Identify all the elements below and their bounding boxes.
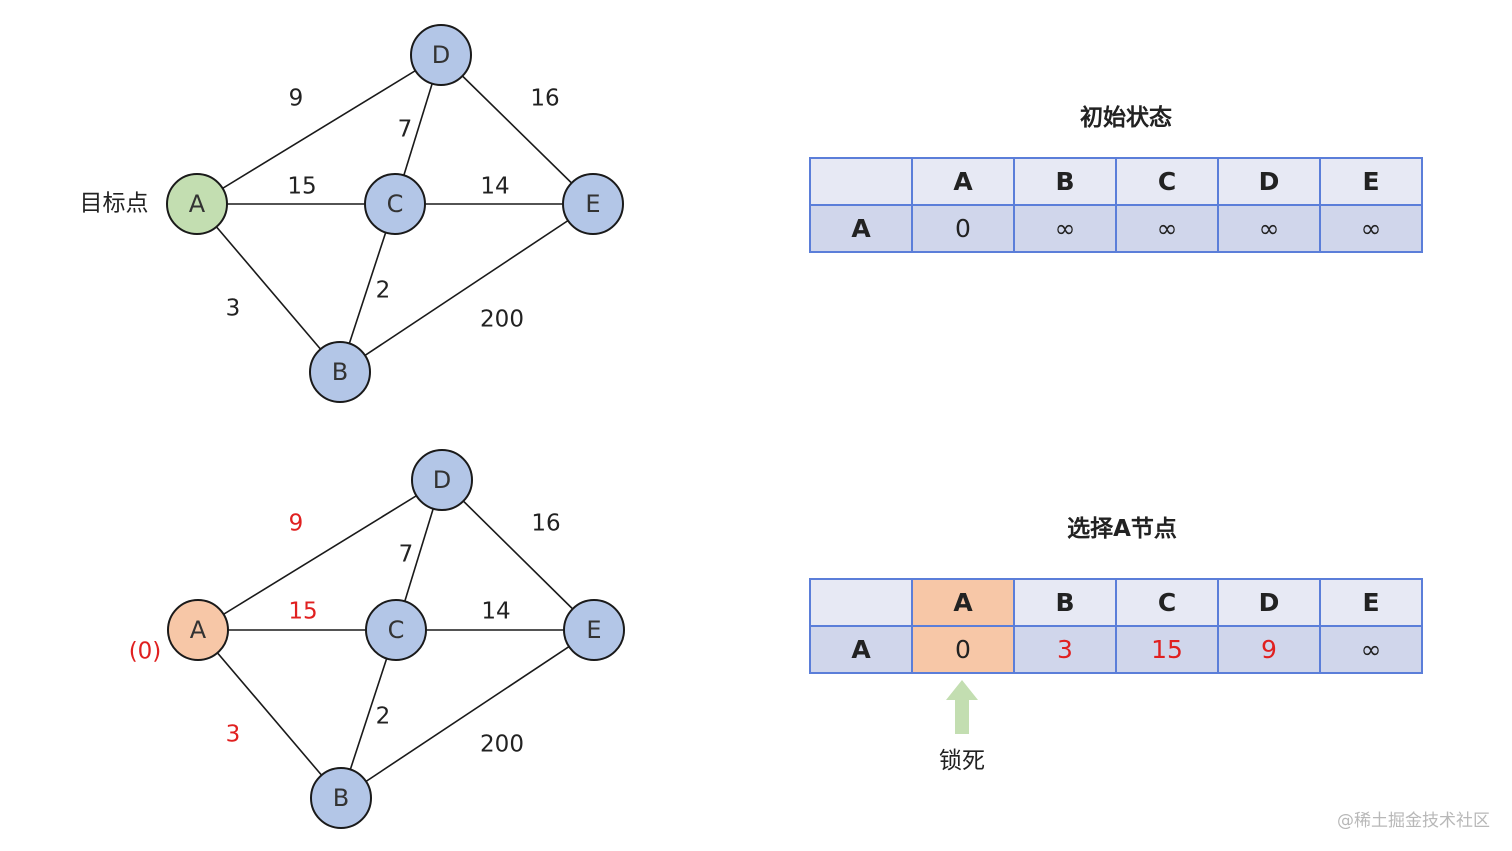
edge-label-a-c: 15 <box>288 598 318 625</box>
edge-a-d <box>197 479 443 631</box>
edge-label-c-e: 14 <box>481 598 511 625</box>
edge-label-a-d: 9 <box>288 510 304 537</box>
table-row-header: A <box>809 204 913 253</box>
table-header-cell: E <box>1319 578 1423 627</box>
edge-d-e <box>441 479 595 631</box>
edge-a-d <box>196 54 442 205</box>
edge-label-a-c: 15 <box>287 173 317 200</box>
table-row: A 0 3 15 9 ∞ <box>809 625 1423 674</box>
table-row-header: A <box>809 625 913 674</box>
node-b: B <box>310 767 372 829</box>
table-header-cell: D <box>1217 157 1321 206</box>
edge-label-d-c: 7 <box>398 541 414 568</box>
graph-initial: 9 15 3 7 16 14 2 200 目标点 A D C E B <box>0 0 760 425</box>
node-e: E <box>563 599 625 661</box>
edge-label-d-e: 16 <box>530 85 560 112</box>
edge-b-e <box>340 629 595 799</box>
table-cell: ∞ <box>1013 204 1117 253</box>
table-cell: ∞ <box>1217 204 1321 253</box>
node-c: C <box>364 173 426 235</box>
node-a: A <box>167 599 229 661</box>
table-cell: ∞ <box>1319 204 1423 253</box>
table-header-cell: B <box>1013 578 1117 627</box>
up-arrow-icon <box>946 680 978 734</box>
table-cell-updated: 3 <box>1013 625 1117 674</box>
edge-label-d-c: 7 <box>397 116 413 143</box>
distance-table-select-a: A B C D E A 0 3 15 9 ∞ <box>809 578 1423 674</box>
table-header-cell: C <box>1115 578 1219 627</box>
node-d: D <box>410 24 472 86</box>
distance-table-initial: A B C D E A 0 ∞ ∞ ∞ ∞ <box>809 157 1423 253</box>
table-header-row: A B C D E <box>809 157 1423 206</box>
table-cell-selected: 0 <box>911 625 1015 674</box>
table-select-a-title: 选择A节点 <box>1067 516 1177 542</box>
edge-a-b <box>197 629 342 799</box>
node-c: C <box>365 599 427 661</box>
graph-select-a: 9 15 3 7 16 14 2 200 (0) A D C E B <box>0 425 760 850</box>
node-d: D <box>411 449 473 511</box>
node-a: A <box>166 173 228 235</box>
edge-label-a-b: 3 <box>225 721 241 748</box>
lock-label: 锁死 <box>939 748 985 774</box>
node-b: B <box>309 341 371 403</box>
table-cell-updated: 15 <box>1115 625 1219 674</box>
table-header-cell <box>809 578 913 627</box>
table-cell: ∞ <box>1319 625 1423 674</box>
table-header-cell: C <box>1115 157 1219 206</box>
table-cell: ∞ <box>1115 204 1219 253</box>
edge-label-a-b: 3 <box>225 295 241 322</box>
edge-label-d-e: 16 <box>531 510 561 537</box>
edge-label-c-e: 14 <box>480 173 510 200</box>
edge-label-c-b: 2 <box>375 277 391 304</box>
edge-label-b-e: 200 <box>480 731 524 758</box>
edge-label-c-b: 2 <box>375 703 391 730</box>
edge-label-a-d: 9 <box>288 85 304 112</box>
target-point-label: 目标点 <box>79 190 149 217</box>
table-header-cell <box>809 157 913 206</box>
watermark: @稀土掘金技术社区 <box>1337 811 1490 831</box>
edge-d-e <box>440 54 594 205</box>
table-cell: 0 <box>911 204 1015 253</box>
table-initial-title: 初始状态 <box>1080 105 1172 131</box>
table-cell-updated: 9 <box>1217 625 1321 674</box>
edge-a-b <box>196 203 341 373</box>
table-header-cell: A <box>911 157 1015 206</box>
edge-b-e <box>339 203 594 373</box>
table-header-cell: B <box>1013 157 1117 206</box>
node-e: E <box>562 173 624 235</box>
node-a-distance-label: (0) <box>128 638 162 665</box>
edge-label-b-e: 200 <box>480 306 524 333</box>
table-header-cell-selected: A <box>911 578 1015 627</box>
table-header-row: A B C D E <box>809 578 1423 627</box>
table-header-cell: D <box>1217 578 1321 627</box>
table-row: A 0 ∞ ∞ ∞ ∞ <box>809 204 1423 253</box>
table-header-cell: E <box>1319 157 1423 206</box>
